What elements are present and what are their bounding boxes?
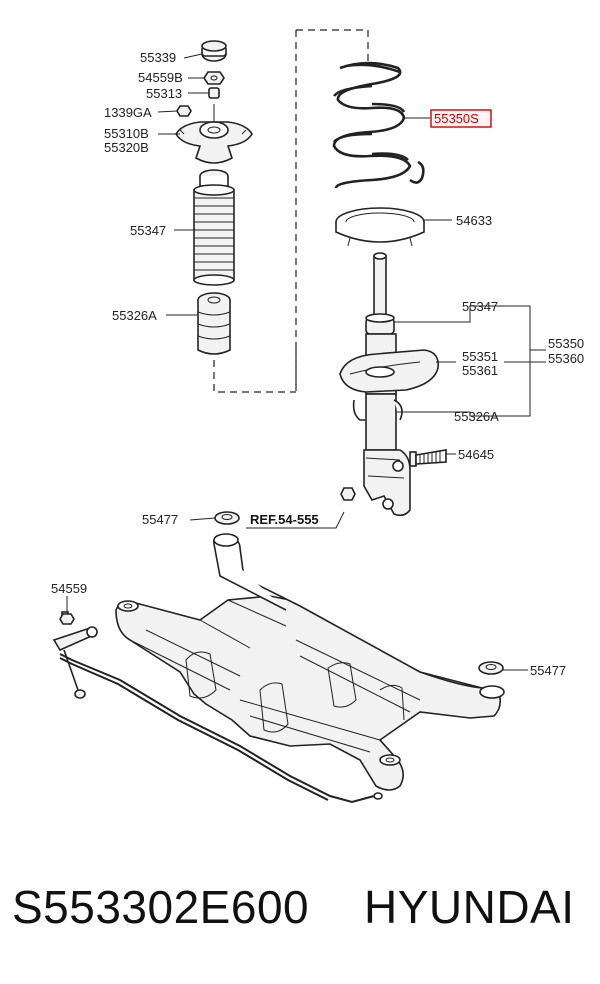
label-55361: 55361 (462, 363, 498, 378)
spring-seat-54633 (335, 207, 425, 247)
spacer-55313 (208, 87, 220, 99)
coil-spring-55350s (332, 61, 425, 189)
label-55350: 55350 (548, 336, 584, 351)
label-55313: 55313 (146, 86, 182, 101)
bolt-54645 (409, 449, 447, 467)
cap-55339 (201, 40, 227, 62)
label-55326a-left: 55326A (112, 308, 157, 323)
leader-55347b (394, 305, 504, 323)
label-55351: 55351 (462, 349, 498, 364)
leader-55326a-b (396, 411, 504, 417)
washer-55477-b (478, 661, 504, 675)
leader-ref (246, 511, 345, 529)
label-55360: 55360 (548, 351, 584, 366)
label-55347-left: 55347 (130, 223, 166, 238)
rear-crossmember (115, 533, 505, 791)
nut-54559b (203, 71, 225, 85)
assembly-dashed-line-upper (295, 29, 369, 390)
label-55339: 55339 (140, 50, 176, 65)
brand-name: HYUNDAI (364, 881, 575, 933)
leader-55339 (183, 53, 203, 59)
part-number: S553302E600 (12, 881, 310, 933)
dust-boot-55347 (193, 169, 235, 286)
label-55350s: 55350S (434, 111, 479, 126)
footer: S553302E600 HYUNDAI (0, 880, 600, 950)
label-55320b: 55320B (104, 140, 149, 155)
strut-mount-55310b (175, 104, 253, 164)
washer-55477-a (214, 511, 240, 525)
label-55310b: 55310B (104, 126, 149, 141)
label-54559b: 54559B (138, 70, 183, 85)
label-ref-54-555: REF.54-555 (250, 512, 319, 527)
label-1339ga: 1339GA (104, 105, 152, 120)
nut-1339ga (176, 105, 192, 117)
assembly-dashed-line-lower (213, 348, 297, 393)
leader-group-bracket (504, 305, 546, 417)
label-54633: 54633 (456, 213, 492, 228)
shock-absorber-55350 (339, 252, 440, 517)
label-55347-right: 55347 (462, 299, 498, 314)
label-55477-right: 55477 (530, 663, 566, 678)
label-55477-left: 55477 (142, 512, 178, 527)
highlight-box-55350s (430, 109, 492, 128)
label-54559: 54559 (51, 581, 87, 596)
leader-1339ga (157, 110, 178, 113)
label-54645: 54645 (458, 447, 494, 462)
nut-54559 (59, 613, 75, 625)
label-55326a-right: 55326A (454, 409, 499, 424)
leader-55477a (189, 517, 216, 521)
bump-stop-55326a (197, 292, 231, 355)
